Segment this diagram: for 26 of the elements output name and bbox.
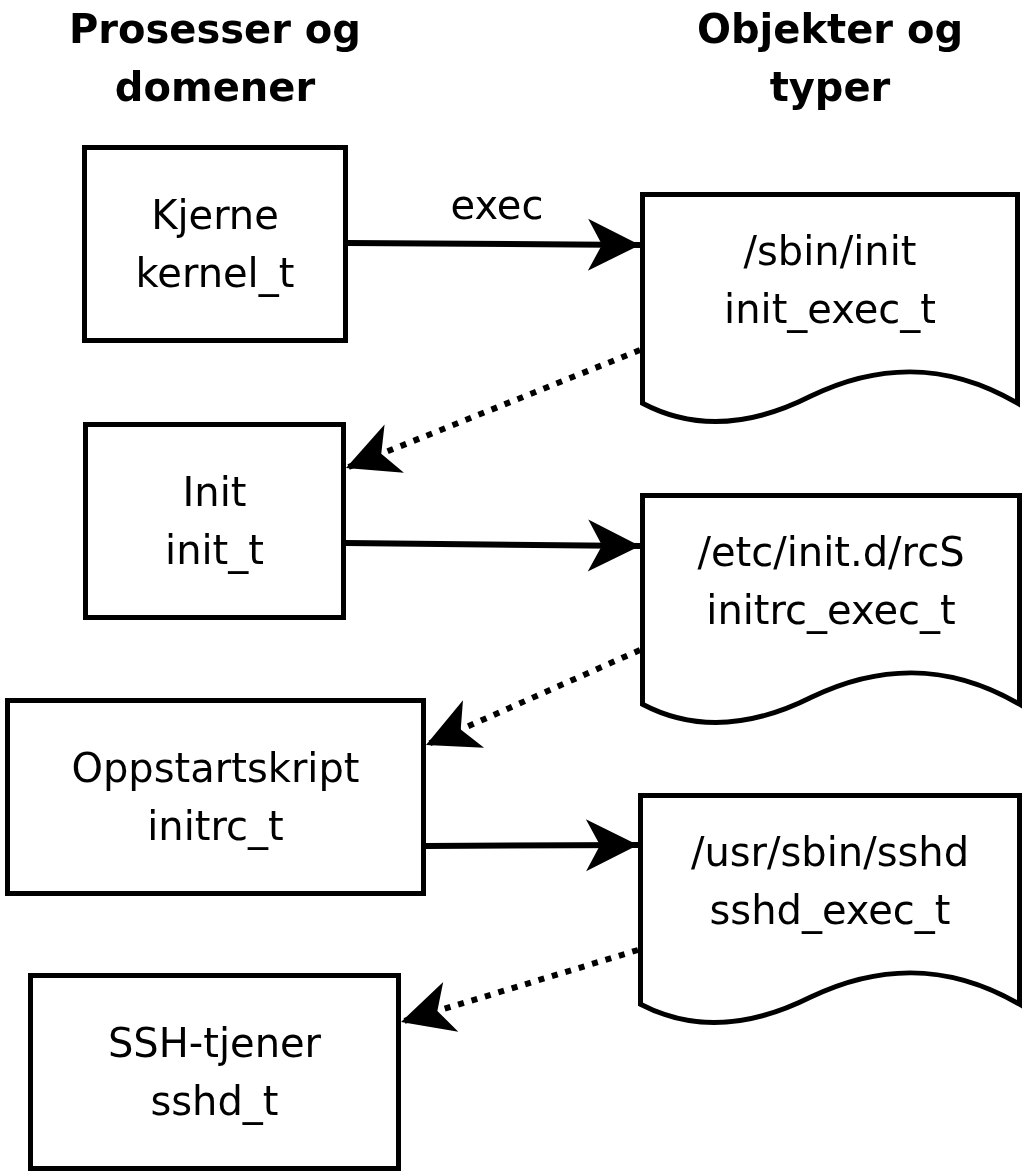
arrow xyxy=(426,819,638,872)
node-text: initrc_t xyxy=(147,802,284,852)
node-text: initrc_exec_t xyxy=(706,586,956,636)
node-text: /sbin/init xyxy=(743,227,917,276)
arrow xyxy=(348,218,640,271)
node-text: Oppstartskript xyxy=(71,744,360,793)
process-box xyxy=(5,698,426,896)
node-text: /etc/init.d/rcS xyxy=(697,528,965,577)
column-heading: Objekter og typer xyxy=(695,5,965,112)
node-text: kernel_t xyxy=(135,249,295,299)
arrow xyxy=(344,347,642,473)
node-text: init_exec_t xyxy=(724,285,936,335)
column-heading: Prosesser og domener xyxy=(68,5,362,112)
node-text: sshd_t xyxy=(150,1077,279,1127)
arrow xyxy=(345,519,641,572)
node-text: SSH-tjener xyxy=(107,1019,322,1068)
process-box xyxy=(28,973,401,1171)
node-text: /usr/sbin/sshd xyxy=(690,828,970,877)
node-text: Kjerne xyxy=(151,191,279,240)
node-text: sshd_exec_t xyxy=(709,886,951,936)
arrow xyxy=(424,647,642,748)
node-text: Init xyxy=(182,468,247,517)
node-text: init_t xyxy=(165,526,264,576)
arrow xyxy=(400,947,639,1032)
process-box xyxy=(83,422,346,620)
process-box xyxy=(82,145,348,343)
